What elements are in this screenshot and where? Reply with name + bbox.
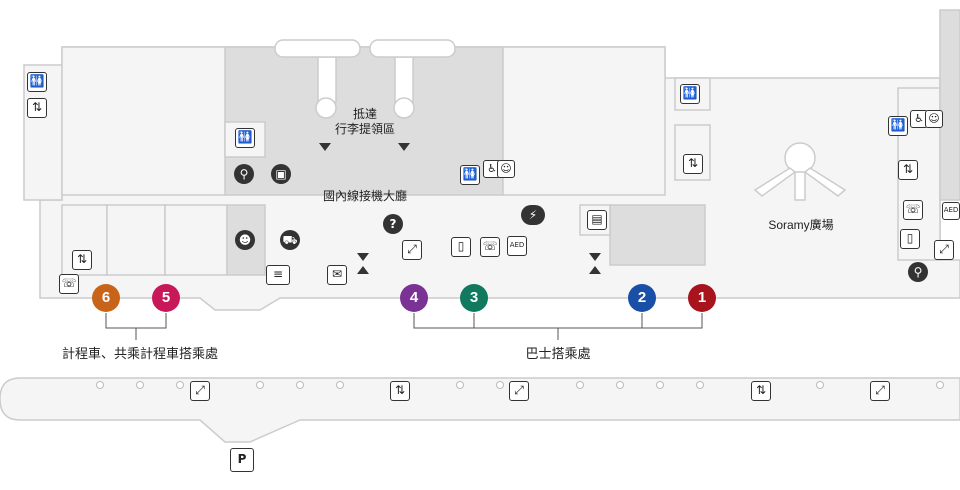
walkway-marker bbox=[176, 381, 184, 389]
carousel-top-1 bbox=[274, 39, 361, 58]
restroom-icon: 🚻 bbox=[888, 116, 908, 136]
soramy-plaza-label: Soramy廣場 bbox=[768, 218, 834, 232]
room-gray-right bbox=[609, 204, 706, 266]
door-arrow bbox=[589, 266, 601, 274]
walkway-marker bbox=[936, 381, 944, 389]
escalator-icon: ⤢ bbox=[509, 381, 529, 401]
restroom-icon: 🚻 bbox=[27, 72, 47, 92]
door-arrow bbox=[357, 253, 369, 261]
walkway-marker bbox=[496, 381, 504, 389]
exit-arrow bbox=[398, 143, 410, 151]
walkway-marker bbox=[296, 381, 304, 389]
smoking-icon: ≡ bbox=[266, 265, 290, 285]
elevator-icon: ⇅ bbox=[683, 154, 703, 174]
walkway-marker bbox=[816, 381, 824, 389]
aed-icon: AED bbox=[507, 236, 527, 256]
luggage-icon: ⚲ bbox=[234, 164, 254, 184]
baby-room-icon: ☺ bbox=[497, 160, 515, 178]
walkway-marker bbox=[576, 381, 584, 389]
stop-5[interactable]: 5 bbox=[152, 284, 180, 312]
escalator-icon: ⤢ bbox=[190, 381, 210, 401]
walkway-marker bbox=[336, 381, 344, 389]
room-bottom-3 bbox=[164, 204, 228, 276]
stop-6[interactable]: 6 bbox=[92, 284, 120, 312]
bus-bracket bbox=[413, 313, 703, 340]
baggage-claim-label: 抵達 行李提領區 bbox=[334, 107, 395, 136]
room-bottom-2 bbox=[106, 204, 166, 276]
walkway-marker bbox=[256, 381, 264, 389]
phone-icon: ☏ bbox=[480, 237, 500, 257]
restroom-icon: 🚻 bbox=[235, 128, 255, 148]
door-arrow bbox=[357, 266, 369, 274]
domestic-hall-label: 國內線接機大廳 bbox=[322, 189, 407, 203]
restroom-icon: 🚻 bbox=[680, 84, 700, 104]
elevator-icon: ⇅ bbox=[898, 160, 918, 180]
baby-room-icon: ☺ bbox=[925, 110, 943, 128]
walkway-marker bbox=[96, 381, 104, 389]
far-right-strip bbox=[939, 9, 960, 201]
lower-walkway bbox=[0, 377, 960, 443]
taxi-bracket bbox=[105, 313, 167, 340]
door-arrow bbox=[589, 253, 601, 261]
elevator-icon: ⇅ bbox=[72, 250, 92, 270]
mail-icon: ✉ bbox=[327, 265, 347, 285]
stop-3[interactable]: 3 bbox=[460, 284, 488, 312]
walkway-marker bbox=[696, 381, 704, 389]
carousel-end-2 bbox=[393, 97, 415, 119]
carousel-connector-1 bbox=[317, 56, 337, 103]
parking-icon: P bbox=[230, 448, 254, 472]
bicycle-icon: ⚲ bbox=[908, 262, 928, 282]
walkway-marker bbox=[456, 381, 464, 389]
charging-station-icon: ⚡ bbox=[521, 205, 545, 225]
phone-icon: ☏ bbox=[59, 274, 79, 294]
atm-icon: ▯ bbox=[451, 237, 471, 257]
escalator-icon: ⤢ bbox=[402, 240, 422, 260]
elevator-icon: ⇅ bbox=[751, 381, 771, 401]
carousel-top-2 bbox=[369, 39, 456, 58]
stop-2[interactable]: 2 bbox=[628, 284, 656, 312]
elevator-icon: ⇅ bbox=[390, 381, 410, 401]
meeting-point-icon: ☻ bbox=[235, 230, 255, 250]
stop-1[interactable]: 1 bbox=[688, 284, 716, 312]
vending-icon: ▤ bbox=[587, 210, 607, 230]
carousel-connector-2 bbox=[394, 56, 414, 103]
atm-icon: ▯ bbox=[900, 229, 920, 249]
carousel-end-1 bbox=[315, 97, 337, 119]
aed-icon: AED bbox=[942, 202, 960, 220]
walkway-marker bbox=[616, 381, 624, 389]
room-right-top bbox=[502, 46, 666, 196]
taxi-stops-label: 計程車、共乘計程車搭乘處 bbox=[61, 346, 218, 361]
escalator-icon: ⤢ bbox=[870, 381, 890, 401]
stop-4[interactable]: 4 bbox=[400, 284, 428, 312]
info-icon[interactable]: ? bbox=[383, 214, 403, 234]
phone-icon: ☏ bbox=[903, 200, 923, 220]
room-left-top bbox=[61, 46, 226, 196]
locker-icon: ▣ bbox=[271, 164, 291, 184]
restroom-icon: 🚻 bbox=[460, 165, 480, 185]
bus-stops-label: 巴士搭乘處 bbox=[525, 346, 591, 361]
walkway-marker bbox=[136, 381, 144, 389]
soramy-sculpture bbox=[753, 142, 847, 201]
walkway-marker bbox=[656, 381, 664, 389]
car-rental-icon: ⛟ bbox=[280, 230, 300, 250]
exit-arrow bbox=[319, 143, 331, 151]
elevator-icon: ⇅ bbox=[27, 98, 47, 118]
escalator-icon: ⤢ bbox=[934, 240, 954, 260]
